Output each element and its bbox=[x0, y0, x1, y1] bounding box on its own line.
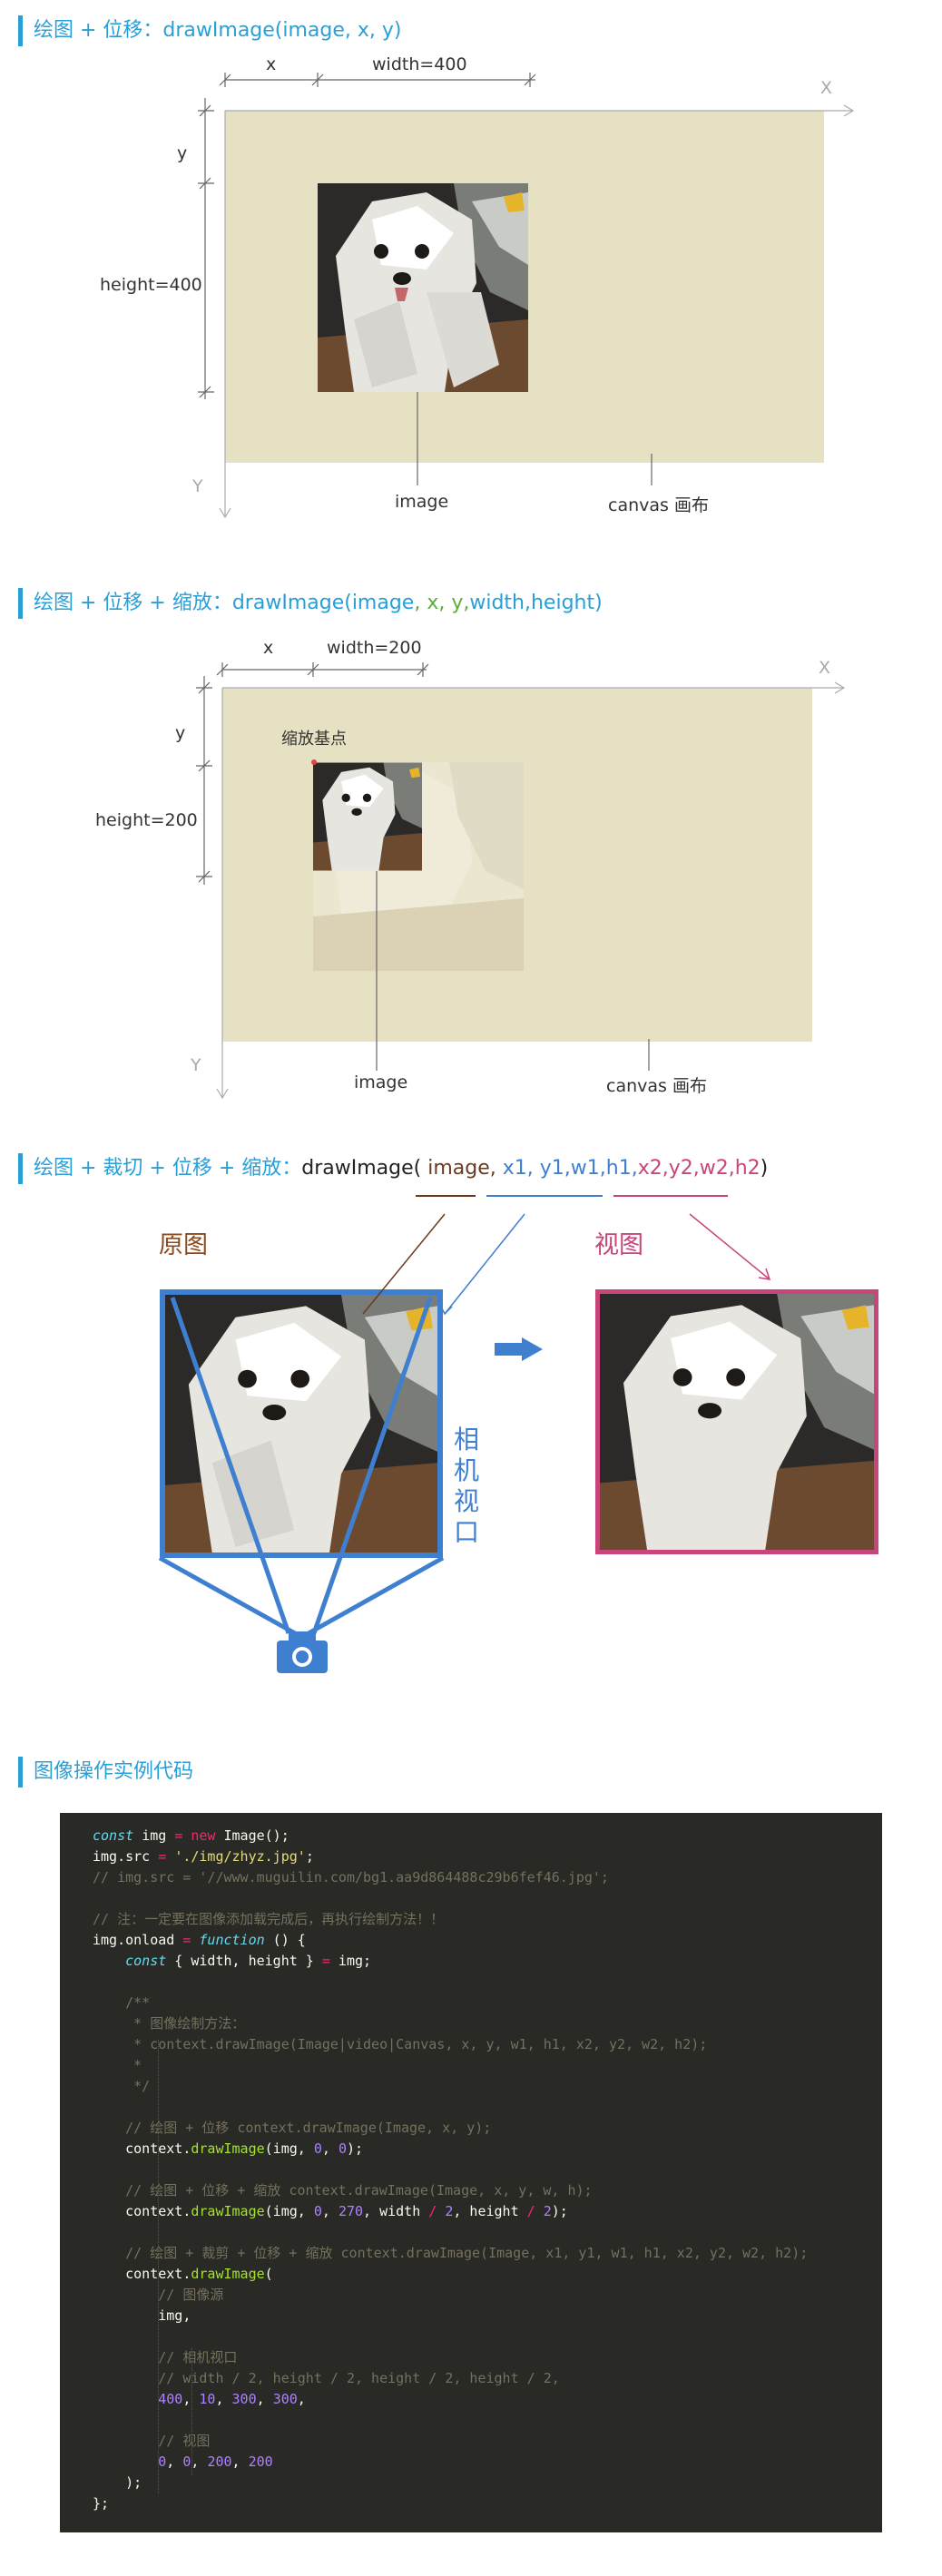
original-image-label: 原图 bbox=[159, 1231, 208, 1259]
title-image: image bbox=[351, 592, 415, 614]
code-line-20 bbox=[93, 2222, 882, 2243]
code-line-4 bbox=[93, 1888, 882, 1909]
code-line-13: */ bbox=[93, 2078, 151, 2094]
code-line-27: // width / 2, height / 2, height / 2, he… bbox=[93, 2370, 560, 2386]
dog-illustration-view bbox=[600, 1294, 874, 1550]
title-code: drawImage(image, x, y) bbox=[162, 19, 402, 42]
diagram-2-lines bbox=[196, 662, 846, 1100]
x-axis-label-2: X bbox=[819, 658, 831, 678]
code-text: img bbox=[142, 1827, 175, 1844]
code-line-19: context.drawImage(img, 0, 270, width / 2… bbox=[93, 2203, 568, 2219]
code-line-15: // 绘图 + 位移 context.drawImage(Image, x, y… bbox=[93, 2120, 492, 2136]
title-view: x2,y2,w2,h2 bbox=[637, 1157, 760, 1180]
title-image: image, bbox=[427, 1157, 496, 1180]
code-line-28: 400, 10, 300, 300, bbox=[158, 2391, 306, 2407]
code-line-11: * context.drawImage(Image|video|Canvas, … bbox=[93, 2036, 708, 2052]
code-line-25 bbox=[93, 2326, 882, 2347]
height-label-2: height=200 bbox=[95, 810, 198, 830]
code-line-31: 0, 0, 200, 200 bbox=[158, 2454, 273, 2470]
code-line-3: // img.src = '//www.muguilin.com/bg1.aa9… bbox=[93, 1869, 609, 1885]
scale-origin-label: 缩放基点 bbox=[281, 730, 347, 749]
code-line-2: img.src = './img/zhyz.jpg'; bbox=[93, 1848, 314, 1865]
code-line-5: // 注：一定要在图像添加载完成后，再执行绘制方法！！ bbox=[93, 1911, 445, 1927]
camera-icon bbox=[277, 1631, 328, 1673]
title-wh: width,height bbox=[469, 592, 595, 614]
code-line-14 bbox=[93, 2097, 882, 2118]
view-image bbox=[595, 1289, 878, 1554]
title-text: 图像操作实例代码 bbox=[34, 1760, 194, 1783]
code-line-26: // 相机视口 bbox=[93, 2349, 238, 2365]
right-arrow-icon bbox=[495, 1337, 543, 1361]
section-title-example-code: 图像操作实例代码 bbox=[18, 1757, 193, 1788]
diagram-3-lines bbox=[158, 1195, 771, 1673]
x-offset-label: x bbox=[266, 54, 277, 74]
code-line-24: img, bbox=[93, 2307, 191, 2324]
diagram-1-lines bbox=[198, 73, 855, 519]
y-axis-label-2: Y bbox=[191, 1055, 201, 1075]
image-label-2: image bbox=[354, 1073, 408, 1092]
code-line-10: * 图像绘制方法： bbox=[93, 2015, 246, 2032]
code-line-17 bbox=[93, 2160, 882, 2180]
code-line-6: img.onload = function () { bbox=[93, 1932, 306, 1948]
code-block: const img = new Image(); img.src = './im… bbox=[60, 1813, 882, 2532]
code-line-22: context.drawImage( bbox=[93, 2266, 273, 2282]
title-xy: , x, y, bbox=[414, 592, 470, 614]
code-line-12: * bbox=[93, 2057, 142, 2073]
code-line-1: const img = new Image(); bbox=[93, 1827, 289, 1844]
code-line-21: // 绘图 + 裁剪 + 位移 + 缩放 context.drawImage(I… bbox=[93, 2245, 809, 2261]
code-line-30: // 视图 bbox=[93, 2433, 211, 2449]
height-label: height=400 bbox=[100, 275, 202, 295]
title-fn: drawImage( bbox=[301, 1157, 428, 1180]
dog-illustration-small bbox=[313, 762, 422, 871]
title-prefix: 绘图 + 位移： bbox=[34, 19, 163, 42]
canvas-label: canvas 画布 bbox=[608, 495, 709, 515]
title-close: ) bbox=[760, 1157, 769, 1180]
code-line-8 bbox=[93, 1972, 882, 1993]
scale-origin-dot bbox=[311, 759, 317, 765]
image-label: image bbox=[395, 492, 449, 512]
code-line-32: ); bbox=[93, 2474, 142, 2491]
x-axis-label: X bbox=[820, 78, 833, 98]
code-line-16: context.drawImage(img, 0, 0); bbox=[93, 2140, 364, 2157]
camera-viewport-label: 相机视口 bbox=[454, 1425, 480, 1547]
title-fn: drawImage( bbox=[231, 592, 352, 614]
code-line-7: const { width, height } = img; bbox=[125, 1953, 372, 1969]
view-label: 视图 bbox=[594, 1231, 643, 1259]
x-offset-label-2: x bbox=[263, 638, 274, 658]
code-line-29 bbox=[93, 2410, 882, 2431]
dog-image-2-scaled bbox=[313, 762, 422, 871]
section-title-draw-translate: 绘图 + 位移：drawImage(image, x, y) bbox=[18, 15, 402, 46]
y-offset-label: y bbox=[177, 143, 188, 163]
y-axis-label: Y bbox=[192, 476, 203, 496]
section-title-crop-translate-scale: 绘图 + 裁切 + 位移 + 缩放：drawImage( image, x1, … bbox=[18, 1153, 768, 1184]
title-prefix: 绘图 + 位移 + 缩放： bbox=[34, 592, 232, 614]
section-title-draw-translate-scale: 绘图 + 位移 + 缩放：drawImage(image, x, y,width… bbox=[18, 588, 603, 619]
code-line-9: /** bbox=[93, 1994, 151, 2011]
dog-illustration bbox=[318, 183, 528, 392]
dog-image-1 bbox=[318, 183, 528, 392]
width-label: width=400 bbox=[372, 54, 467, 74]
y-offset-label-2: y bbox=[175, 723, 186, 743]
title-close: ) bbox=[594, 592, 603, 614]
width-label-2: width=200 bbox=[327, 638, 422, 658]
title-crop: x1, y1,w1,h1, bbox=[496, 1157, 638, 1180]
code-line-33: }; bbox=[93, 2495, 110, 2512]
canvas-label-2: canvas 画布 bbox=[606, 1076, 707, 1096]
code-line-23: // 图像源 bbox=[93, 2287, 224, 2303]
title-prefix: 绘图 + 裁切 + 位移 + 缩放： bbox=[34, 1157, 302, 1180]
code-line-18: // 绘图 + 位移 + 缩放 context.drawImage(Image,… bbox=[93, 2182, 593, 2199]
